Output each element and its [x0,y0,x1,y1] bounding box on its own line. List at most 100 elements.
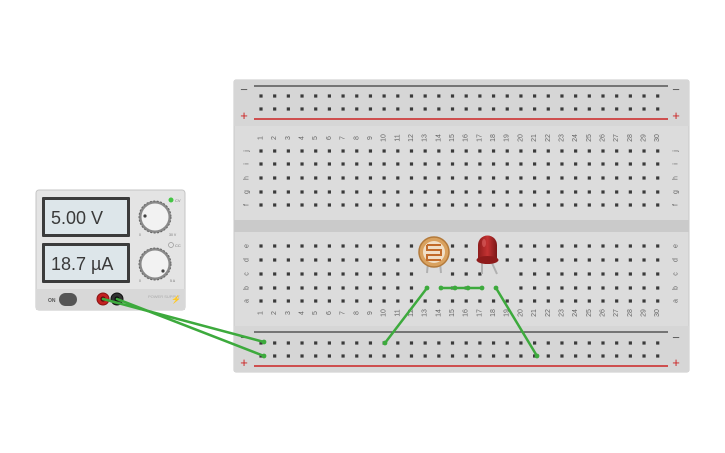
hole-h18[interactable] [491,176,496,180]
hole-j14[interactable] [437,149,441,153]
hole-h22[interactable] [546,176,550,180]
hole-c6[interactable] [327,272,331,276]
hole-a11[interactable] [396,299,400,303]
hole-e1[interactable] [259,244,263,248]
hole-d3[interactable] [286,258,290,262]
hole-g17[interactable] [478,190,482,194]
hole-b24[interactable] [574,286,578,290]
rail-hole-top-plus[interactable] [533,107,537,111]
hole-a28[interactable] [628,299,632,303]
hole-f23[interactable] [560,203,564,207]
hole-j9[interactable] [368,149,373,153]
hole-i15[interactable] [450,162,455,166]
hole-j19[interactable] [505,149,509,153]
rail-hole-top-minus[interactable] [642,94,646,98]
rail-hole-bottom-minus[interactable] [450,341,455,345]
hole-d29[interactable] [642,258,646,262]
hole-c3[interactable] [286,272,290,276]
hole-a8[interactable] [355,299,359,303]
hole-c5[interactable] [314,272,318,276]
hole-g16[interactable] [464,190,468,194]
hole-b28[interactable] [628,286,632,290]
rail-hole-bottom-minus[interactable] [300,341,304,345]
hole-g22[interactable] [546,190,550,194]
rail-hole-top-plus[interactable] [615,107,619,111]
hole-e10[interactable] [382,244,386,248]
hole-h10[interactable] [382,176,386,180]
hole-i24[interactable] [574,162,578,166]
rail-hole-bottom-plus[interactable] [382,354,386,358]
hole-e9[interactable] [368,244,373,248]
rail-hole-top-plus[interactable] [300,107,304,111]
breadboard-holes[interactable] [259,94,660,358]
hole-d23[interactable] [560,258,564,262]
hole-e26[interactable] [601,244,605,248]
hole-d6[interactable] [327,258,331,262]
rail-hole-bottom-plus[interactable] [300,354,304,358]
hole-f12[interactable] [409,203,414,207]
hole-h30[interactable] [656,176,660,180]
rail-hole-bottom-plus[interactable] [341,354,345,358]
rail-hole-top-plus[interactable] [601,107,605,111]
rail-hole-top-minus[interactable] [327,94,331,98]
hole-i17[interactable] [478,162,482,166]
hole-b8[interactable] [355,286,359,290]
rail-hole-bottom-minus[interactable] [368,341,373,345]
hole-g10[interactable] [382,190,386,194]
rail-hole-bottom-plus[interactable] [491,354,496,358]
rail-hole-bottom-plus[interactable] [615,354,619,358]
hole-a16[interactable] [464,299,468,303]
hole-d25[interactable] [587,258,591,262]
hole-a20[interactable] [519,299,523,303]
rail-hole-top-plus[interactable] [273,107,277,111]
hole-j24[interactable] [574,149,578,153]
hole-f2[interactable] [273,203,277,207]
hole-g9[interactable] [368,190,373,194]
hole-i29[interactable] [642,162,646,166]
wire-negative-to-rail[interactable] [115,297,266,358]
hole-d12[interactable] [409,258,414,262]
rail-hole-top-plus[interactable] [286,107,290,111]
hole-a13[interactable] [423,299,427,303]
rail-hole-bottom-plus[interactable] [505,354,509,358]
rail-hole-bottom-plus[interactable] [478,354,482,358]
hole-g25[interactable] [587,190,591,194]
hole-e4[interactable] [300,244,304,248]
rail-hole-bottom-plus[interactable] [286,354,290,358]
rail-hole-bottom-plus[interactable] [546,354,550,358]
hole-d8[interactable] [355,258,359,262]
breadboard[interactable]: − − + + − − + + 112233445566778899101011… [233,79,690,373]
hole-h5[interactable] [314,176,318,180]
rail-hole-top-plus[interactable] [642,107,646,111]
rail-hole-bottom-plus[interactable] [519,354,523,358]
hole-i10[interactable] [382,162,386,166]
hole-b22[interactable] [546,286,550,290]
rail-hole-bottom-minus[interactable] [642,341,646,345]
hole-c22[interactable] [546,272,550,276]
hole-a3[interactable] [286,299,290,303]
rail-hole-bottom-minus[interactable] [273,341,277,345]
rail-hole-bottom-plus[interactable] [574,354,578,358]
hole-i30[interactable] [656,162,660,166]
hole-j13[interactable] [423,149,427,153]
hole-d9[interactable] [368,258,373,262]
hole-d22[interactable] [546,258,550,262]
hole-j11[interactable] [396,149,400,153]
hole-h12[interactable] [409,176,414,180]
hole-e16[interactable] [464,244,468,248]
rail-hole-top-plus[interactable] [587,107,591,111]
rail-hole-top-plus[interactable] [450,107,455,111]
hole-h17[interactable] [478,176,482,180]
hole-g3[interactable] [286,190,290,194]
hole-g5[interactable] [314,190,318,194]
hole-c17[interactable] [478,272,482,276]
rail-hole-bottom-minus[interactable] [464,341,468,345]
rail-hole-bottom-plus[interactable] [273,354,277,358]
hole-f18[interactable] [491,203,496,207]
hole-h26[interactable] [601,176,605,180]
hole-f13[interactable] [423,203,427,207]
hole-f9[interactable] [368,203,373,207]
hole-g21[interactable] [533,190,537,194]
hole-i26[interactable] [601,162,605,166]
rail-hole-top-plus[interactable] [423,107,427,111]
